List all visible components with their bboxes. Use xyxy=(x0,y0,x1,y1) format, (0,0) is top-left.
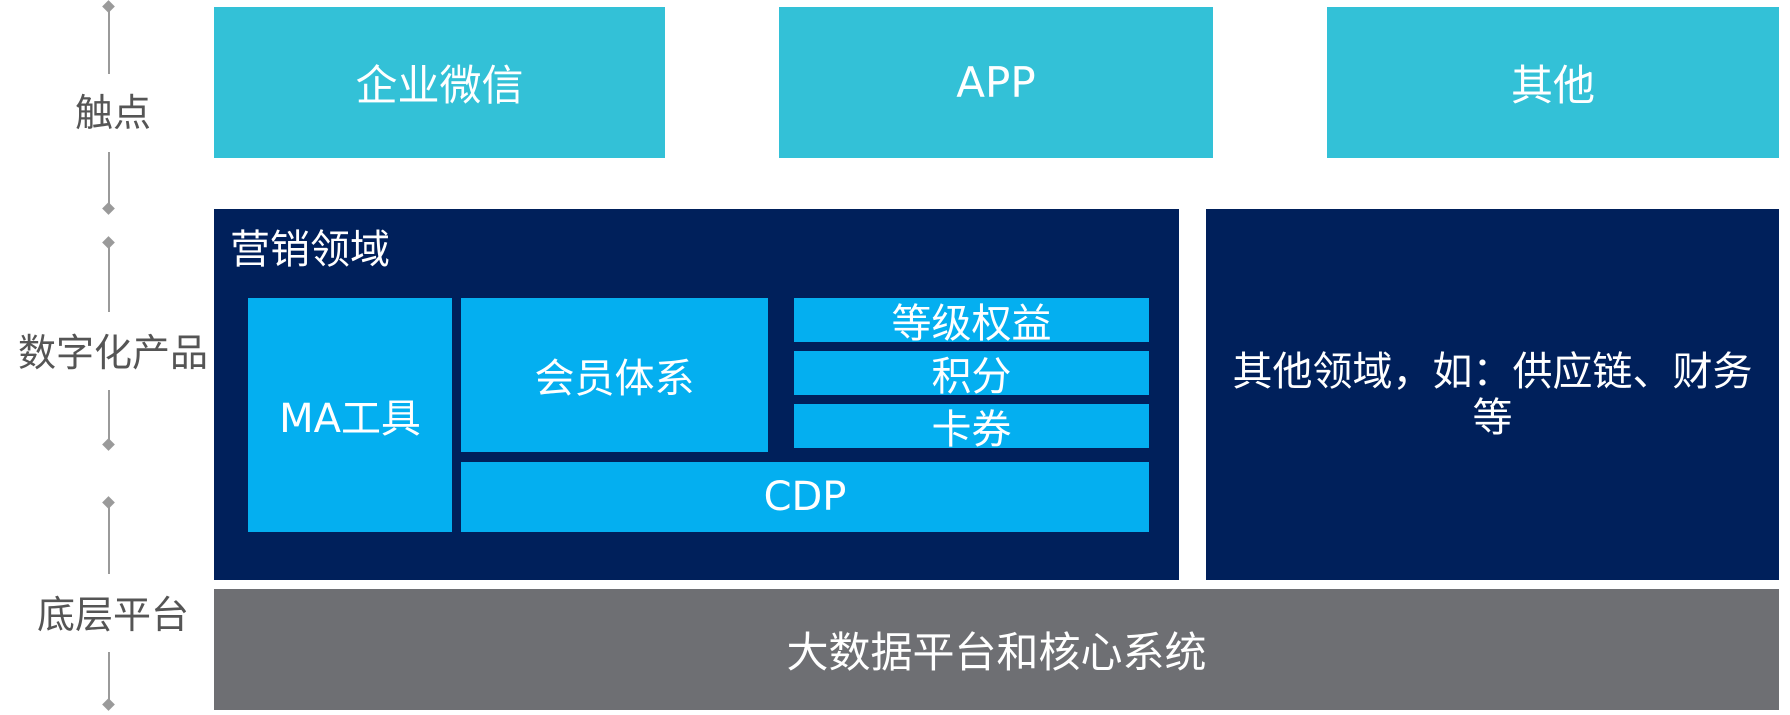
other-domain-panel: 其他领域，如：供应链、财务等 xyxy=(1206,209,1779,580)
axis-line xyxy=(108,244,110,312)
points-box: 积分 xyxy=(794,351,1149,400)
axis-line xyxy=(108,504,110,574)
level-rights-box: 等级权益 xyxy=(794,298,1149,347)
axis-diamond xyxy=(102,438,115,451)
row-label-base-platform: 底层平台 xyxy=(36,593,189,637)
axis-diamond xyxy=(102,698,115,711)
cdp-box: CDP xyxy=(461,462,1149,532)
base-platform-bar: 大数据平台和核心系统 xyxy=(214,589,1779,710)
touchpoint-wecom: 企业微信 xyxy=(214,7,665,158)
axis-line xyxy=(108,652,110,702)
axis-line xyxy=(108,390,110,442)
axis-diamond xyxy=(102,202,115,215)
coupons-box: 卡券 xyxy=(794,404,1149,453)
row-label-digital-products: 数字化产品 xyxy=(17,331,208,375)
touchpoint-app: APP xyxy=(779,7,1213,158)
other-domain-text: 其他领域，如：供应链、财务等 xyxy=(1232,348,1753,441)
marketing-domain-title: 营销领域 xyxy=(230,227,390,273)
row-label-touchpoints: 触点 xyxy=(74,91,151,135)
axis-line xyxy=(108,152,110,206)
touchpoint-other: 其他 xyxy=(1327,7,1779,158)
axis-line xyxy=(108,8,110,74)
member-system-box: 会员体系 xyxy=(461,298,768,452)
ma-tool-box: MA工具 xyxy=(248,298,452,532)
